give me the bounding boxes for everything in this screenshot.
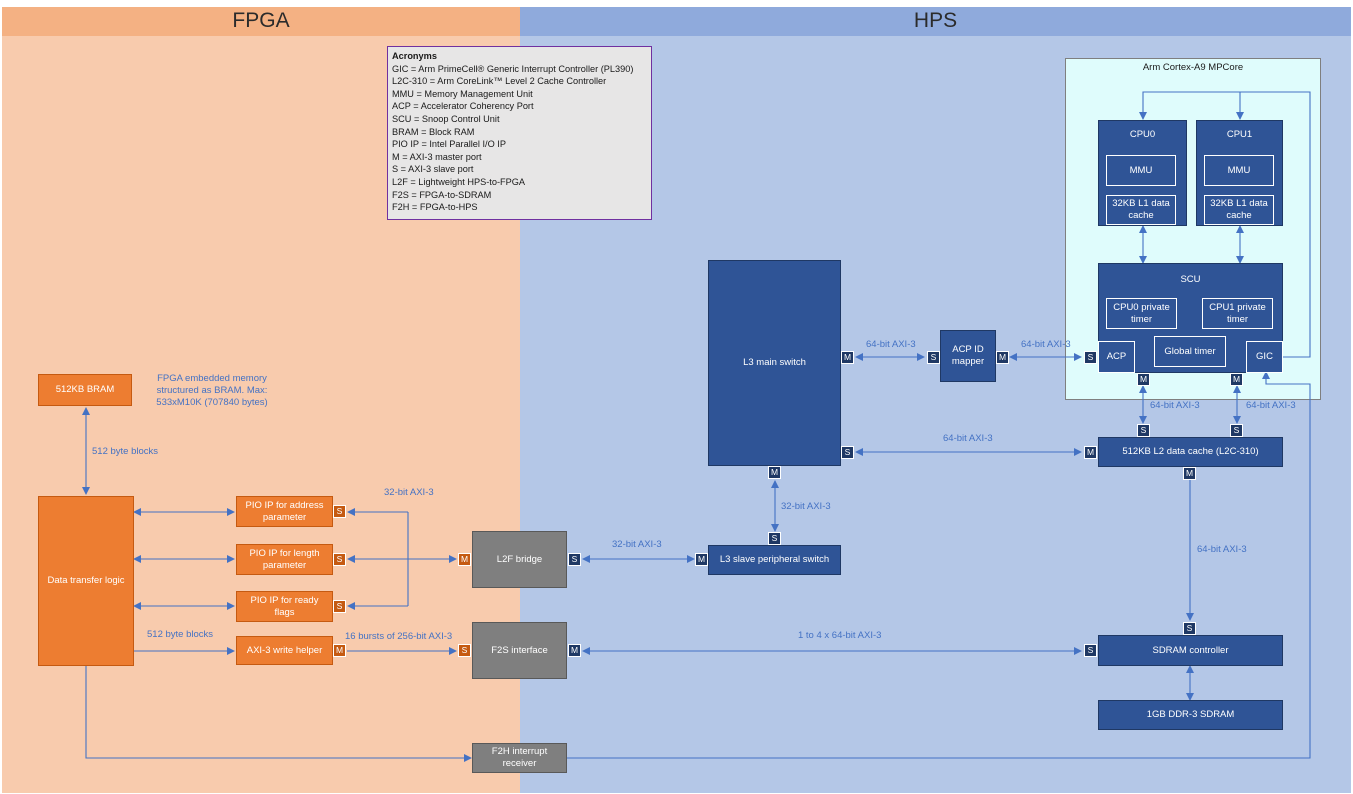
hps-title: HPS [913,9,958,32]
ddr3-sdram-block: 1GB DDR-3 SDRAM [1098,700,1283,730]
l2f-s-port: S [568,553,581,566]
acronym-item: L2F = Lightweight HPS-to-FPGA [392,176,526,187]
label-scu-l2-right: 64-bit AXI-3 [1246,400,1296,411]
label-l3m-l3s: 32-bit AXI-3 [781,501,831,512]
label-l3m-l2: 64-bit AXI-3 [943,433,993,444]
l2-m-port-bottom: M [1183,467,1196,480]
pio-ready-block: PIO IP for ready flags [236,591,333,622]
acp-id-mapper-block: ACP ID mapper [940,330,996,382]
label-bram-dtl: 512 byte blocks [92,446,159,457]
l3-main-m-port-bottom: M [768,466,781,479]
acronym-item: MMU = Memory Management Unit [392,88,533,99]
fpga-title: FPGA [232,9,290,32]
acronyms-title: Acronyms [392,51,437,61]
pio-length-s-port: S [333,553,346,566]
acp-block: ACP [1098,341,1135,373]
acp-s-port: S [1084,351,1097,364]
global-timer-block: Global timer [1154,336,1226,367]
hps-header [520,7,1351,36]
scu-m-port-left: M [1137,373,1150,386]
scu-label: SCU [1180,274,1201,285]
bram-block: 512KB BRAM [38,374,132,406]
label-l2f-l3s: 32-bit AXI-3 [612,539,662,550]
acronym-item: PIO IP = Intel Parallel I/O IP [392,139,506,150]
label-pio-l2f: 32-bit AXI-3 [384,487,434,498]
l3-main-switch-block: L3 main switch [708,260,841,466]
l2-m-port-left: M [1084,446,1097,459]
label-f2s-sdram: 1 to 4 x 64-bit AXI-3 [798,630,882,641]
link-gic-cpus [1139,91,1311,358]
acronym-item: M = AXI-3 master port [392,151,482,162]
mpcore-title: Arm Cortex-A9 MPCore [1142,62,1244,73]
l3-slave-switch-block: L3 slave peripheral switch [708,545,841,575]
cpu1-l1-cache-block: 32KB L1 data cache [1204,195,1274,225]
label-l2-sdram: 64-bit AXI-3 [1197,544,1247,555]
l2-s-port-left: S [1137,424,1150,437]
f2s-s-port: S [458,644,471,657]
l3-slave-s-port-top: S [768,532,781,545]
axi-helper-m-port: M [333,644,346,657]
l2-s-port-right: S [1230,424,1243,437]
label-dtl-helper: 512 byte blocks [147,629,214,640]
f2s-interface-block: F2S interface [472,622,567,679]
sdram-s-port-top: S [1183,622,1196,635]
acronym-item: SCU = Snoop Control Unit [392,113,500,124]
pio-ready-s-port: S [333,600,346,613]
gic-block: GIC [1246,341,1283,373]
f2h-interrupt-block: F2H interrupt receiver [472,743,567,773]
bram-note: FPGA embedded memory structured as BRAM.… [156,373,268,408]
acp-mapper-s-port: S [927,351,940,364]
acronym-item: S = AXI-3 slave port [392,164,474,175]
pio-address-block: PIO IP for address parameter [236,496,333,527]
link-f2h-gic [567,371,1311,759]
l2-cache-block: 512KB L2 data cache (L2C-310) [1098,437,1283,467]
cpu0-label: CPU0 [1129,129,1156,140]
acronym-item: F2S = FPGA-to-SDRAM [392,189,492,200]
sdram-controller-block: SDRAM controller [1098,635,1283,666]
axi-write-helper-block: AXI-3 write helper [236,636,333,665]
l2f-m-port: M [458,553,471,566]
l3-main-s-port-right: S [841,446,854,459]
cpu0-private-timer-block: CPU0 private timer [1106,298,1177,329]
acp-mapper-m-port: M [996,351,1009,364]
scu-m-port-right: M [1230,373,1243,386]
acronym-item: L2C-310 = Arm CoreLink™ Level 2 Cache Co… [392,76,607,87]
cpu0-l1-cache-block: 32KB L1 data cache [1106,195,1176,225]
label-helper-f2s: 16 bursts of 256-bit AXI-3 [345,631,453,642]
acronyms-legend: Acronyms GIC = Arm PrimeCell® Generic In… [387,46,652,220]
acronym-item: BRAM = Block RAM [392,126,475,137]
data-transfer-logic-block: Data transfer logic [38,496,134,666]
l3-slave-m-port-left: M [695,553,708,566]
sdram-s-port-left: S [1084,644,1097,657]
label-l3m-acp: 64-bit AXI-3 [866,339,916,350]
pio-length-block: PIO IP for length parameter [236,544,333,575]
link-dtl-f2h [85,666,472,762]
acronym-item: ACP = Accelerator Coherency Port [392,101,534,112]
l2f-bridge-block: L2F bridge [472,531,567,588]
acronym-item: GIC = Arm PrimeCell® Generic Interrupt C… [392,63,634,74]
cpu1-mmu-block: MMU [1204,155,1274,186]
fpga-header [2,7,520,36]
label-scu-l2-left: 64-bit AXI-3 [1150,400,1200,411]
cpu1-private-timer-block: CPU1 private timer [1202,298,1273,329]
acronym-item: F2H = FPGA-to-HPS [392,202,478,213]
pio-address-s-port: S [333,505,346,518]
f2s-m-port: M [568,644,581,657]
cpu1-label: CPU1 [1226,129,1253,140]
cpu0-mmu-block: MMU [1106,155,1176,186]
l3-main-m-port-right: M [841,351,854,364]
label-acp-mpcore: 64-bit AXI-3 [1021,339,1071,350]
